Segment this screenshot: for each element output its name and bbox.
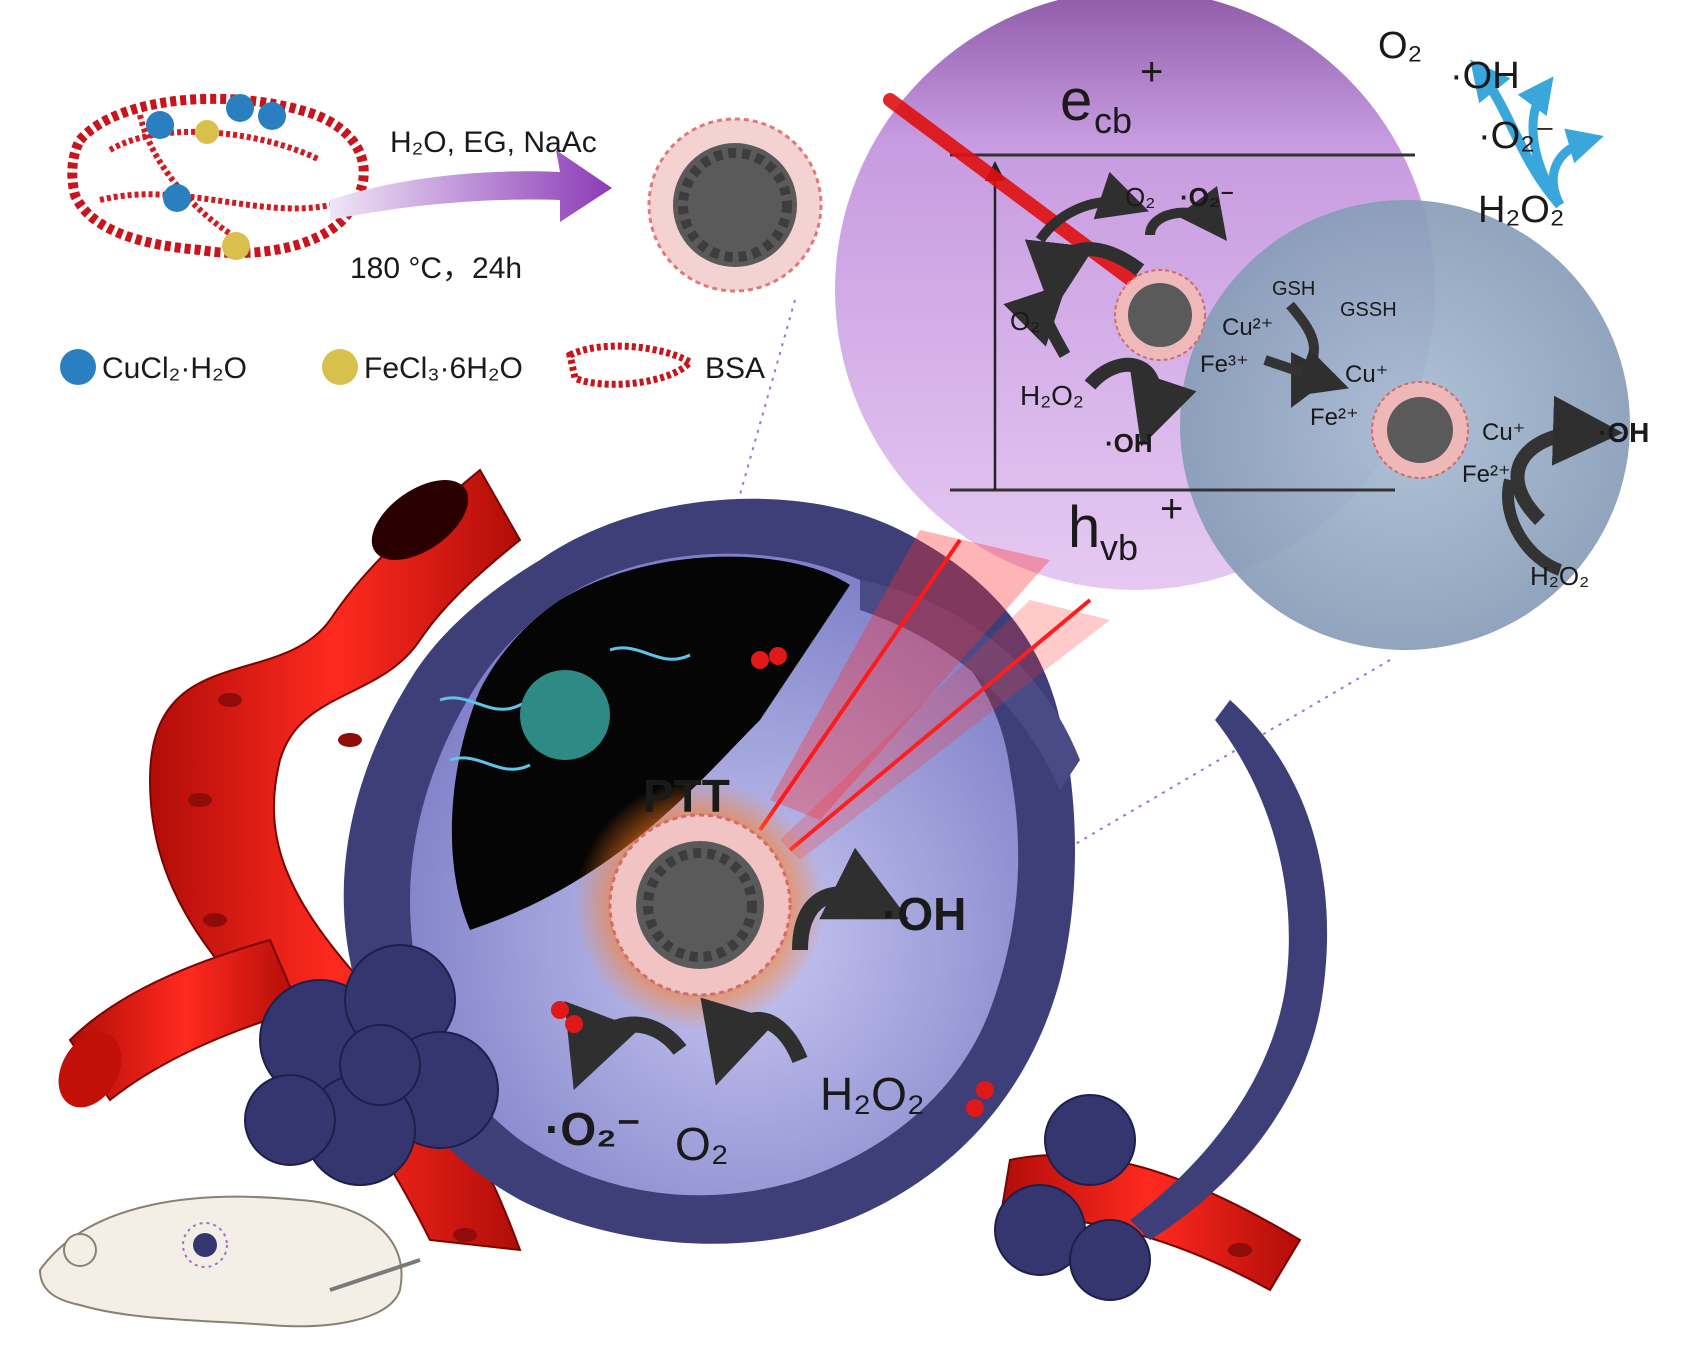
- band-fe3: Fe³⁺: [1200, 351, 1249, 378]
- ros-h2o2: H₂O₂: [1478, 189, 1565, 231]
- band-nanoparticle: [1114, 269, 1206, 361]
- reaction-arrow: [1502, 478, 1563, 576]
- reaction-arrow: [1510, 395, 1623, 525]
- synthesis-conditions-top: H₂O, EG, NaAc: [390, 126, 597, 159]
- iron-ion-spheres: [195, 120, 250, 260]
- synthesis-conditions-bottom: 180 °C，24h: [350, 252, 522, 285]
- red-blood-cells: [188, 693, 1252, 1257]
- ros-arrows: [1470, 59, 1604, 209]
- bsa-protein-cluster: [67, 93, 369, 259]
- band-o2-top: O₂: [1125, 182, 1155, 212]
- legend-swatch-bsa: [566, 342, 696, 388]
- legend-label-iron: FeCl₃·6H₂O: [364, 352, 523, 385]
- band-cu2: Cu²⁺: [1222, 314, 1273, 341]
- tumor-cell: [343, 498, 1076, 1244]
- conduction-band-label: e cb +: [1060, 50, 1163, 141]
- reaction-arrow: [564, 1000, 687, 1090]
- tumor-shell-fragment: [860, 580, 1080, 790]
- tumor-nanoparticle: [608, 813, 792, 997]
- svg-text:vb: vb: [1100, 527, 1138, 568]
- legend-label-copper: CuCl₂·H₂O: [102, 352, 247, 385]
- mouse-illustration: [38, 1195, 421, 1328]
- oxygen-molecules: [551, 647, 994, 1117]
- fenton-cu-plus-top: Cu⁺: [1345, 361, 1388, 388]
- band-gsh: GSH: [1272, 278, 1315, 300]
- svg-text:e: e: [1060, 68, 1092, 133]
- tumor-cluster-right: [994, 1094, 1151, 1301]
- ptt-label: PTT: [643, 770, 730, 822]
- tumor-superoxide: ·O₂⁻: [545, 1103, 641, 1155]
- reaction-arrow: [1024, 239, 1145, 313]
- reaction-arrow: [1035, 171, 1149, 243]
- reaction-arrow: [700, 997, 808, 1086]
- fenton-oh: ·OH: [1598, 417, 1649, 448]
- fenton-h2o2: H₂O₂: [1530, 561, 1589, 591]
- band-h2o2-left: H₂O₂: [1020, 380, 1084, 411]
- svg-text:h: h: [1068, 495, 1100, 560]
- reaction-arrow: [1084, 357, 1197, 447]
- band-superoxide-top: ·O₂⁻: [1180, 182, 1234, 212]
- fenton-nanoparticle: [1371, 381, 1469, 479]
- ros-oh: ·OH: [1450, 55, 1520, 97]
- band-oh-left: ·OH: [1105, 428, 1153, 458]
- synthesis-arrow: [330, 150, 612, 222]
- ros-o2: O₂: [1378, 25, 1422, 67]
- zoom-guide-line: [859, 659, 1391, 971]
- tumor-shell-fragment: [1130, 700, 1328, 1240]
- product-nanoparticle: [647, 117, 823, 293]
- band-o2-left: O₂: [1010, 306, 1040, 336]
- valence-band-label: h vb +: [1068, 487, 1183, 568]
- laser-beam-top: [883, 93, 1152, 297]
- svg-text:cb: cb: [1094, 100, 1132, 141]
- reaction-arrow: [792, 847, 909, 951]
- fenton-fe2-right: Fe²⁺: [1462, 461, 1511, 488]
- legend-label-bsa: BSA: [705, 352, 765, 385]
- nucleus: [520, 670, 610, 760]
- ros-superoxide: ·O₂⁻: [1478, 115, 1555, 157]
- legend: CuCl₂·H₂O FeCl₃·6H₂O BSA: [60, 342, 765, 388]
- tumor-oh: ·OH: [882, 888, 966, 940]
- copper-ion-spheres: [146, 94, 286, 212]
- tumor-cluster: [244, 944, 499, 1186]
- laser-beams: [758, 530, 1110, 860]
- svg-text:+: +: [1140, 50, 1163, 94]
- tumor-o2: O₂: [675, 1118, 729, 1170]
- reaction-arrow: [1145, 185, 1228, 241]
- fenton-fe2-top: Fe²⁺: [1310, 404, 1359, 431]
- svg-text:+: +: [1160, 487, 1183, 531]
- legend-swatch-copper: [60, 349, 96, 385]
- reaction-arrow: [1003, 283, 1071, 358]
- legend-swatch-iron: [322, 349, 358, 385]
- reaction-arrow: [1263, 348, 1349, 397]
- tumor-h2o2: H₂O₂: [820, 1068, 925, 1120]
- band-gssh: GSSH: [1340, 299, 1397, 321]
- fenton-cu-plus-right: Cu⁺: [1482, 419, 1525, 446]
